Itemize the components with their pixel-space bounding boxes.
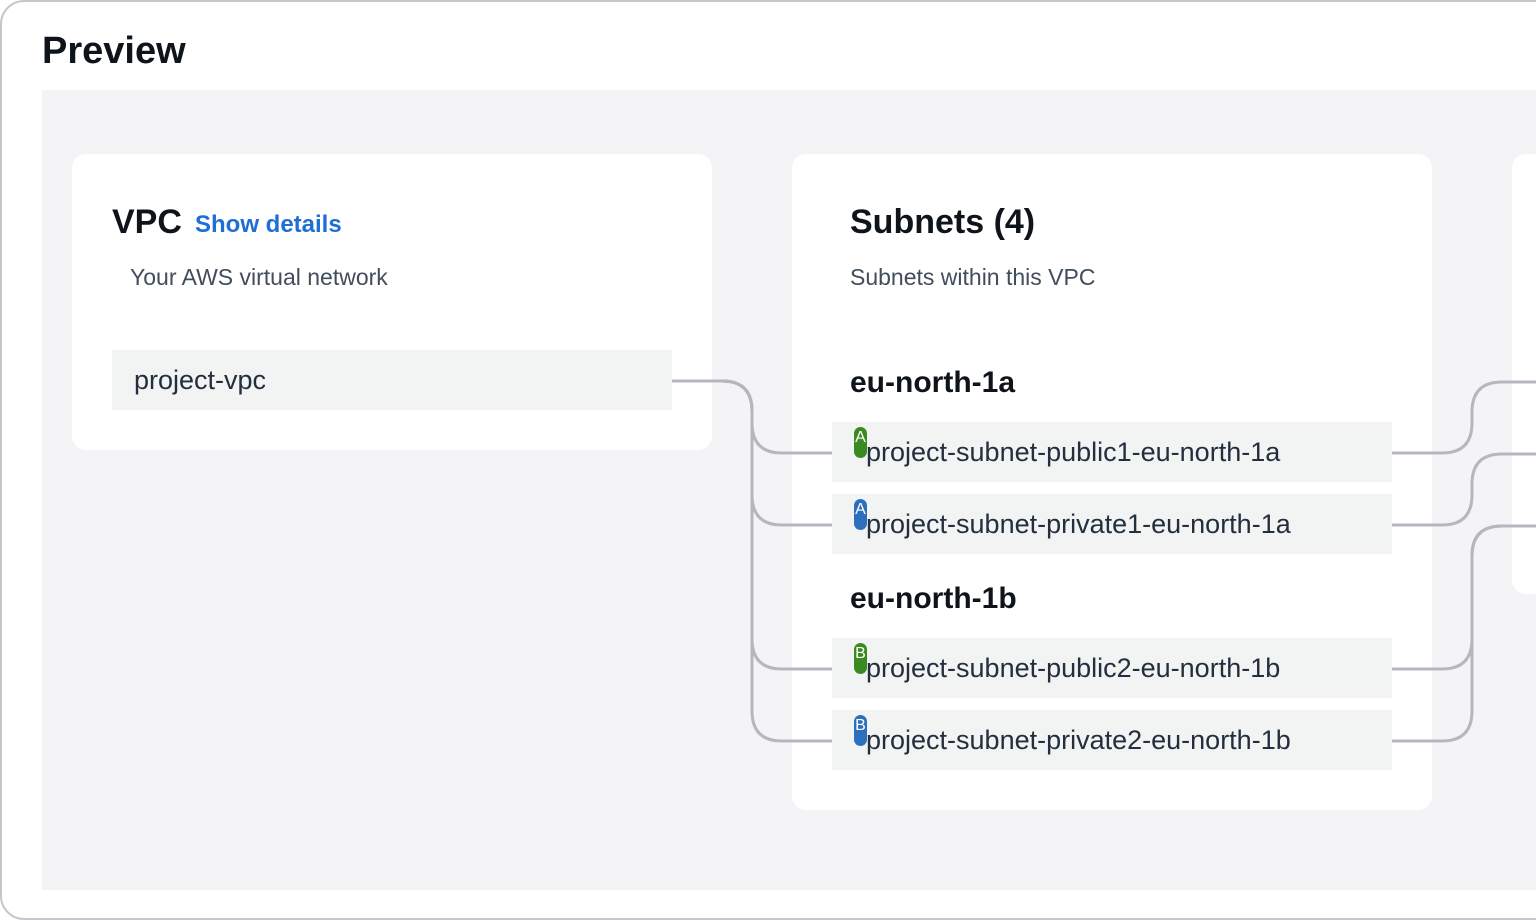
- route-tables-card: [1512, 154, 1536, 594]
- vpc-title: VPC: [112, 203, 182, 241]
- subnet-name: project-subnet-public2-eu-north-1b: [866, 653, 1281, 683]
- subnet-item-public1[interactable]: A project-subnet-public1-eu-north-1a: [832, 422, 1392, 482]
- vpc-description: Your AWS virtual network: [130, 264, 388, 290]
- preview-title: Preview: [42, 30, 186, 72]
- az-badge: B: [854, 643, 867, 674]
- subnet-name: project-subnet-private2-eu-north-1b: [866, 725, 1291, 755]
- az-badge: A: [854, 427, 867, 458]
- subnet-name: project-subnet-private1-eu-north-1a: [866, 509, 1291, 539]
- show-details-link[interactable]: Show details: [195, 211, 342, 238]
- subnet-item-public2[interactable]: B project-subnet-public2-eu-north-1b: [832, 638, 1392, 698]
- subnets-card: [792, 154, 1432, 810]
- subnet-item-private1[interactable]: A project-subnet-private1-eu-north-1a: [832, 494, 1392, 554]
- vpc-item[interactable]: project-vpc: [112, 350, 672, 410]
- az-heading-eu-north-1b: eu-north-1b: [850, 582, 1017, 615]
- subnet-name: project-subnet-public1-eu-north-1a: [866, 437, 1281, 467]
- subnets-description: Subnets within this VPC: [850, 264, 1096, 290]
- az-badge: B: [854, 715, 867, 746]
- subnets-title: Subnets (4): [850, 203, 1036, 241]
- az-heading-eu-north-1a: eu-north-1a: [850, 366, 1015, 399]
- subnet-item-private2[interactable]: B project-subnet-private2-eu-north-1b: [832, 710, 1392, 770]
- az-badge: A: [854, 499, 867, 530]
